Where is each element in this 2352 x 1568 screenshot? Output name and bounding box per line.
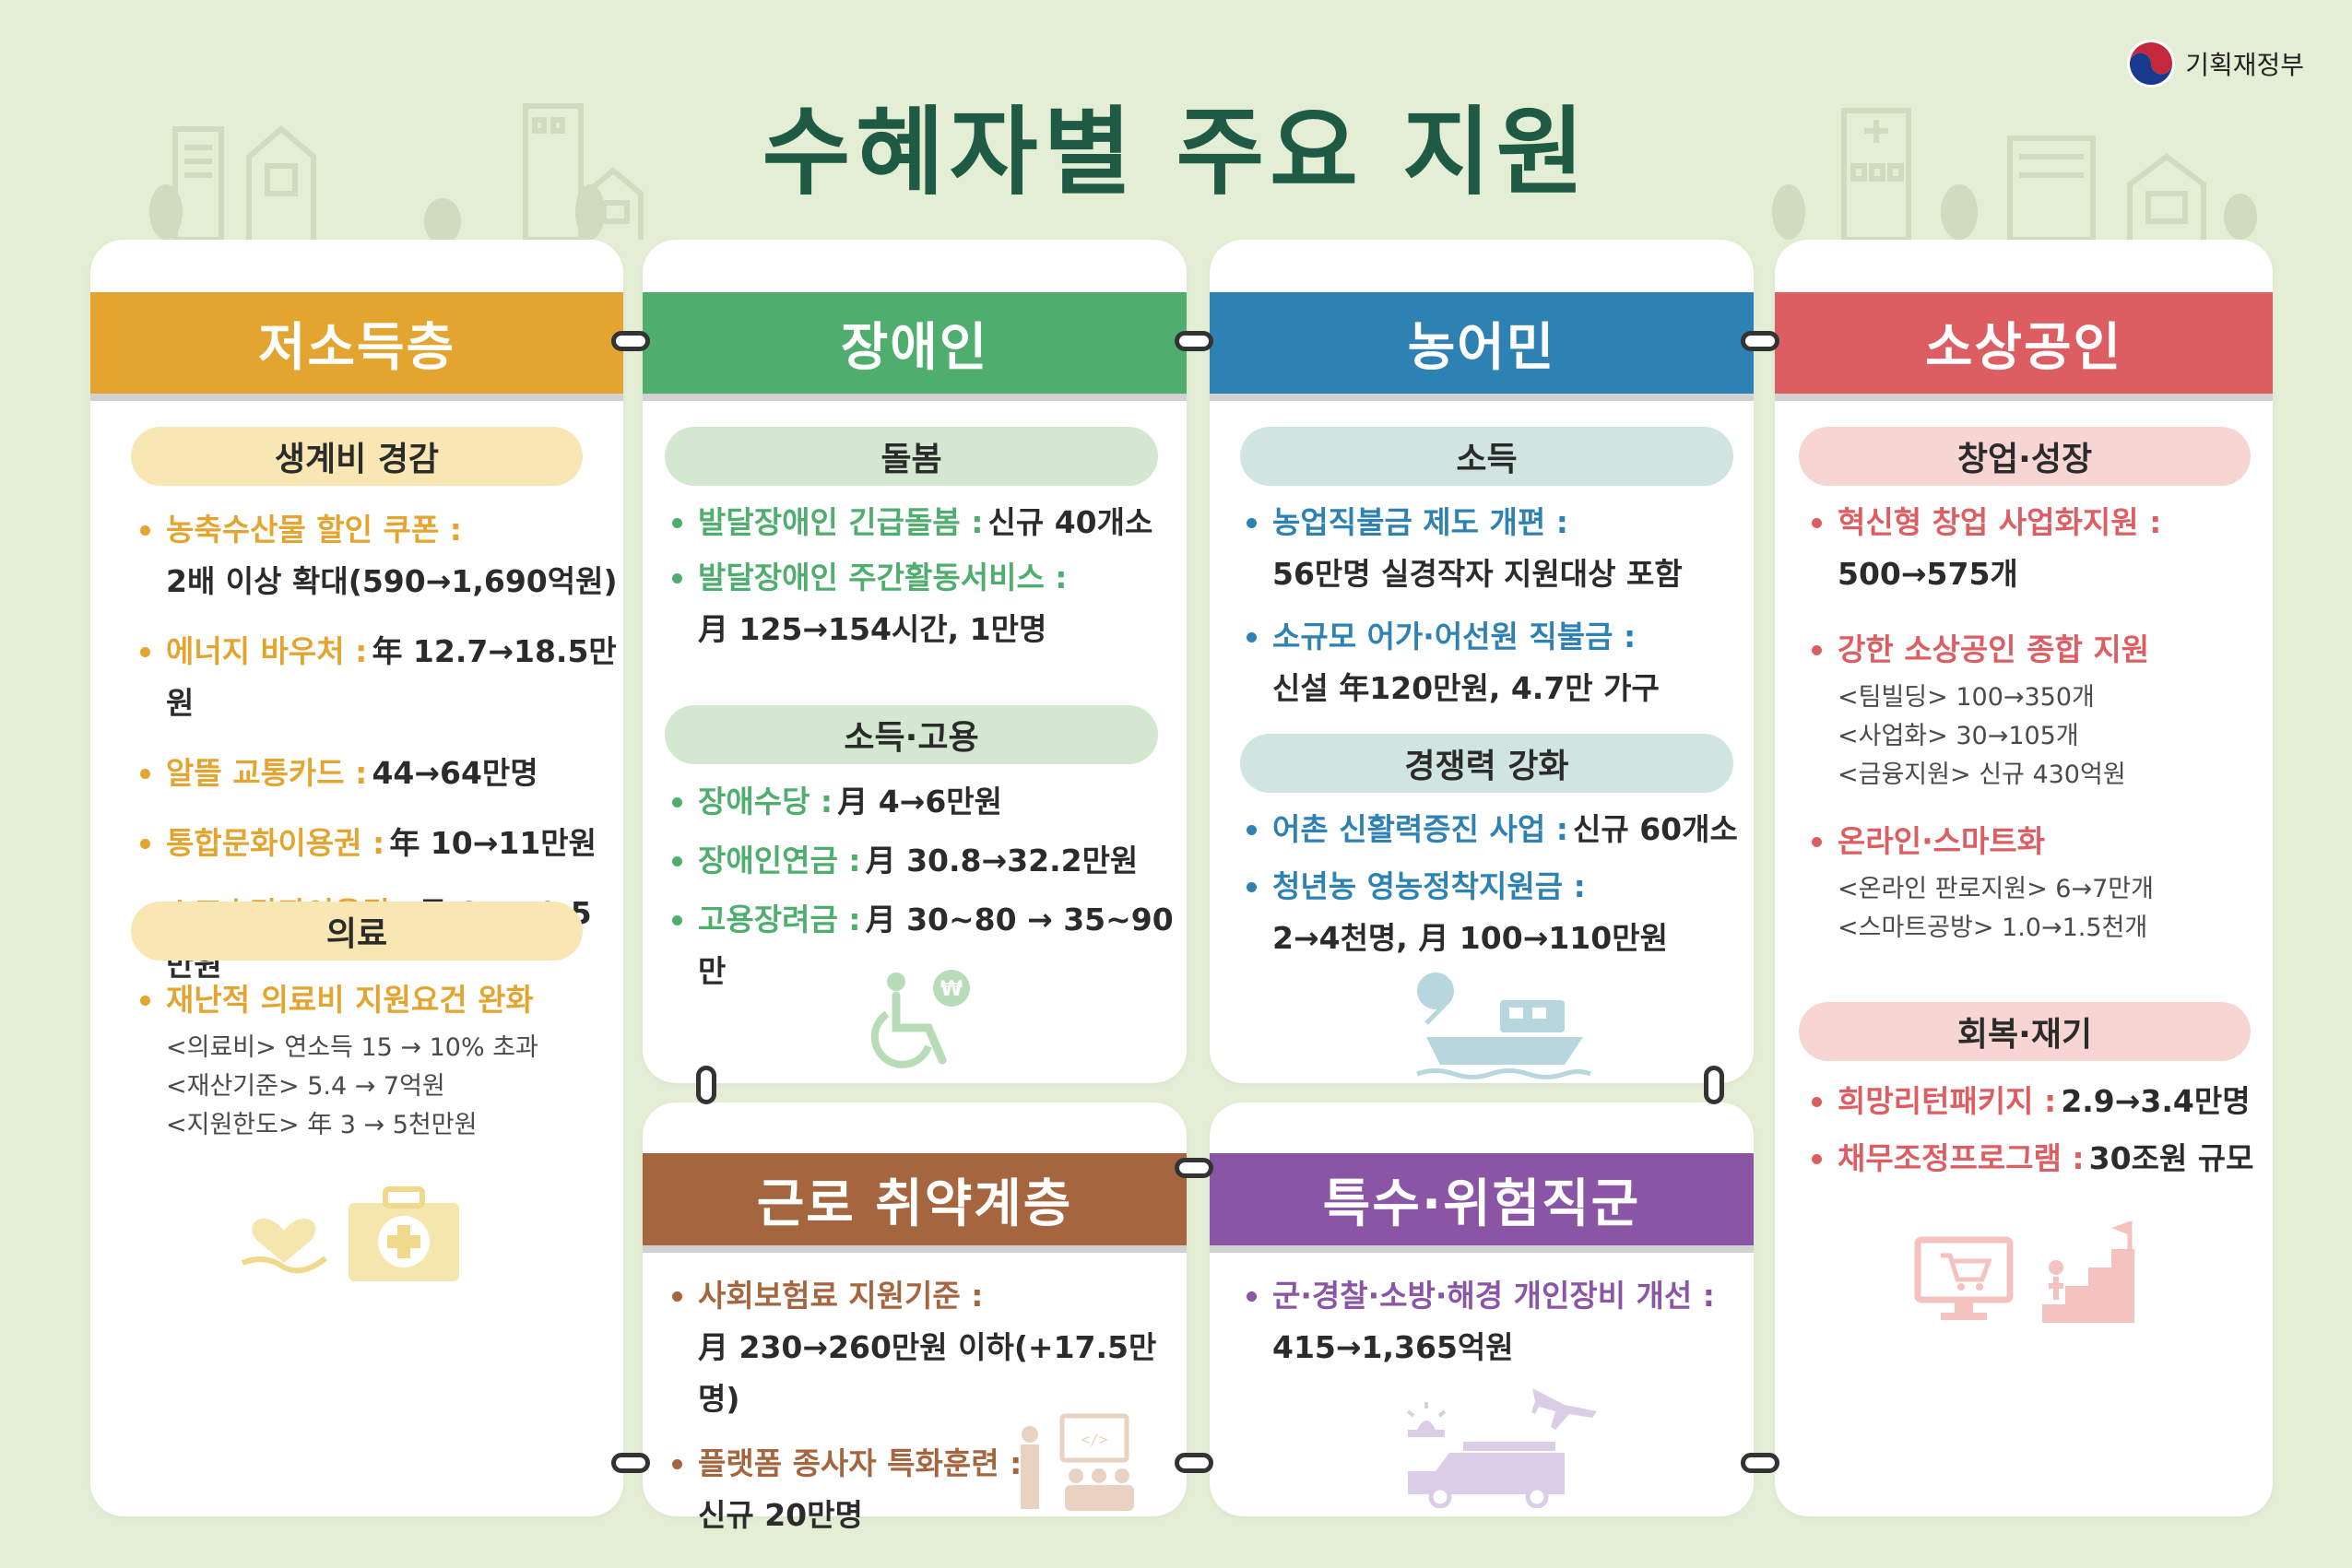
farmer-income-list: 농업직불금 제도 개편 :56만명 실경작자 지원대상 포함 소규모 어가·어선…: [1245, 500, 1752, 736]
card-farmers: 농어민 소득 농업직불금 제도 개편 :56만명 실경작자 지원대상 포함 소규…: [1210, 240, 1754, 1083]
card-disabled: 장애인 돌봄 발달장애인 긴급돌봄 : 신규 40개소 발달장애인 주간활동서비…: [643, 240, 1187, 1083]
list-item: 청년농 영농정착지원금 :2→4천명, 月 100→110만원: [1245, 864, 1752, 967]
list-item: 혁신형 창업 사업화지원 :500→575개: [1810, 500, 2266, 603]
list-item: 희망리턴패키지 : 2.9→3.4만명: [1810, 1079, 2266, 1130]
emergency-vehicle-icon: [1406, 1402, 1565, 1508]
startup-growth-list: 혁신형 창업 사업화지원 :500→575개 강한 소상공인 종합 지원 <팀빌…: [1810, 500, 2266, 966]
binder-ring: [1741, 331, 1779, 351]
card-workers: 근로 취약계층 사회보험료 지원기준 :月 230→260만원 이하(+17.5…: [643, 1102, 1187, 1533]
stairs-flag-icon: [2042, 1221, 2134, 1323]
income-employment-list: 장애수당 : 月 4→6만원 장애인연금 : 月 30.8→32.2만원 고용장…: [670, 779, 1177, 1019]
list-item: 어촌 신활력증진 사업 : 신규 60개소: [1245, 807, 1752, 858]
government-emblem-icon: [2127, 40, 2176, 88]
list-item: 온라인·스마트화 <온라인 판로지원> 6→7만개 <스마트공방> 1.0→1.…: [1810, 819, 2266, 948]
binder-ring: [1175, 1453, 1213, 1473]
section-income: 소득: [1240, 427, 1733, 486]
section-startup-growth: 창업·성장: [1799, 427, 2251, 486]
list-item: 농축수산물 할인 쿠폰 :2배 이상 확대(590→1,690억원): [138, 507, 618, 610]
section-care: 돌봄: [665, 427, 1158, 486]
card-low-income: 저소득층 생계비 경감 농축수산물 할인 쿠폰 :2배 이상 확대(590→1,…: [90, 240, 623, 1516]
binder-ring: [611, 1453, 650, 1473]
svg-text:₩: ₩: [940, 978, 963, 1001]
banner-small-business: 소상공인: [1775, 292, 2273, 401]
ministry-name: 기획재정부: [2185, 50, 2304, 80]
teacher-presentation-icon: </>: [1021, 1413, 1134, 1511]
online-shop-monitor-icon: [1914, 1236, 2014, 1320]
banner-farmers: 농어민: [1210, 292, 1754, 401]
list-item: 알뜰 교통카드 : 44→64만명: [138, 750, 618, 802]
list-item: 플랫폼 종사자 특화훈련 :신규 20만명: [670, 1441, 1177, 1544]
svg-text:</>: </>: [1081, 1431, 1108, 1448]
workers-list: 사회보험료 지원기준 :月 230→260만원 이하(+17.5만명) 플랫폼 …: [670, 1273, 1177, 1562]
medical-list: 재난적 의료비 지원요건 완화 <의료비> 연소득 15 → 10% 초과 <재…: [138, 977, 618, 1163]
list-item: 군·경찰·소방·해경 개인장비 개선 :415→1,365억원: [1245, 1273, 1752, 1376]
list-item: 재난적 의료비 지원요건 완화 <의료비> 연소득 15 → 10% 초과 <재…: [138, 977, 618, 1145]
banner-special: 특수·위험직군: [1210, 1153, 1754, 1253]
section-income-employment: 소득·고용: [665, 705, 1158, 764]
list-item: 에너지 바우처 : 年 12.7→18.5만원: [138, 629, 618, 732]
list-item: 발달장애인 주간활동서비스 :月 125→154시간, 1만명: [670, 555, 1177, 658]
list-item: 통합문화이용권 : 年 10→11만원: [138, 820, 618, 872]
binder-ring: [1175, 1158, 1213, 1178]
list-item: 장애수당 : 月 4→6만원: [670, 779, 1177, 831]
binder-ring: [1704, 1066, 1724, 1104]
caring-heart-hand-icon: [241, 1218, 327, 1274]
fishing-boat-icon: [1416, 973, 1591, 1079]
wheelchair-won-icon: ₩: [870, 970, 970, 1068]
city-buildings-icon: [1772, 108, 2257, 242]
card-small-business: 소상공인 창업·성장 혁신형 창업 사업화지원 :500→575개 강한 소상공…: [1775, 240, 2273, 1516]
binder-ring: [696, 1066, 716, 1104]
list-item: 소규모 어가·어선원 직불금 :신설 年120만원, 4.7만 가구: [1245, 614, 1752, 717]
binder-ring: [1175, 331, 1213, 351]
list-item: 장애인연금 : 月 30.8→32.2만원: [670, 838, 1177, 890]
city-buildings-icon: [149, 103, 644, 244]
first-aid-kit-icon: [349, 1186, 459, 1281]
banner-workers: 근로 취약계층: [643, 1153, 1187, 1253]
section-living-cost: 생계비 경감: [131, 427, 583, 486]
recovery-list: 희망리턴패키지 : 2.9→3.4만명 채무조정프로그램 : 30조원 규모: [1810, 1079, 2266, 1206]
ministry-logo: 기획재정부: [2126, 39, 2304, 88]
section-recovery: 회복·재기: [1799, 1002, 2251, 1061]
banner-low-income: 저소득층: [90, 292, 623, 401]
special-list: 군·경찰·소방·해경 개인장비 개선 :415→1,365억원: [1245, 1273, 1752, 1395]
page-title: 수혜자별 주요 지원: [762, 96, 1590, 208]
fighter-jet-icon: [1531, 1388, 1597, 1430]
card-special: 특수·위험직군 군·경찰·소방·해경 개인장비 개선 :415→1,365억원: [1210, 1102, 1754, 1516]
list-item: 사회보험료 지원기준 :月 230→260만원 이하(+17.5만명): [670, 1273, 1177, 1428]
binder-ring: [611, 331, 650, 351]
banner-disabled: 장애인: [643, 292, 1187, 401]
binder-ring: [1741, 1453, 1779, 1473]
list-item: 고용장려금 : 月 30~80 → 35~90만: [670, 897, 1177, 1000]
section-competitiveness: 경쟁력 강화: [1240, 734, 1733, 793]
competitiveness-list: 어촌 신활력증진 사업 : 신규 60개소 청년농 영농정착지원금 :2→4천명…: [1245, 807, 1752, 985]
list-item: 농업직불금 제도 개편 :56만명 실경작자 지원대상 포함: [1245, 500, 1752, 603]
list-item: 발달장애인 긴급돌봄 : 신규 40개소: [670, 500, 1177, 551]
list-item: 강한 소상공인 종합 지원 <팀빌딩> 100→350개 <사업화> 30→10…: [1810, 627, 2266, 795]
list-item: 채무조정프로그램 : 30조원 규모: [1810, 1136, 2266, 1187]
section-medical: 의료: [131, 902, 583, 961]
care-list: 발달장애인 긴급돌봄 : 신규 40개소 발달장애인 주간활동서비스 :月 12…: [670, 500, 1177, 677]
